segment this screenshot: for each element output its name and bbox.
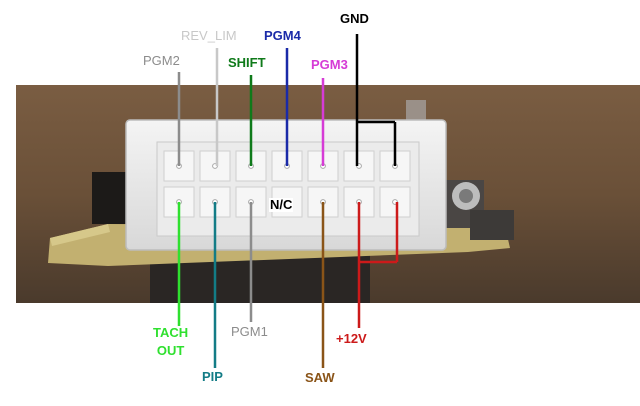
label-shift: SHIFT <box>228 55 266 70</box>
label-tach-line2: OUT <box>156 343 185 358</box>
label-tach-line1: TACH <box>153 325 189 340</box>
label-nc: N/C <box>269 197 294 212</box>
label-pgm4: PGM4 <box>264 28 301 43</box>
left-component <box>92 172 130 224</box>
label-gnd: GND <box>340 11 369 26</box>
label-pgm3: PGM3 <box>311 57 348 72</box>
label-pip: PIP <box>202 369 223 384</box>
label-tach-out: TACH OUT <box>153 324 188 360</box>
label-pgm2: PGM2 <box>143 53 180 68</box>
label-pgm1: PGM1 <box>231 324 268 339</box>
pin-cell-r1-c2 <box>199 150 231 182</box>
label-plus12v: +12V <box>336 331 367 346</box>
label-rev-lim: REV_LIM <box>181 28 237 43</box>
label-saw: SAW <box>305 370 335 385</box>
component-base <box>150 255 370 303</box>
